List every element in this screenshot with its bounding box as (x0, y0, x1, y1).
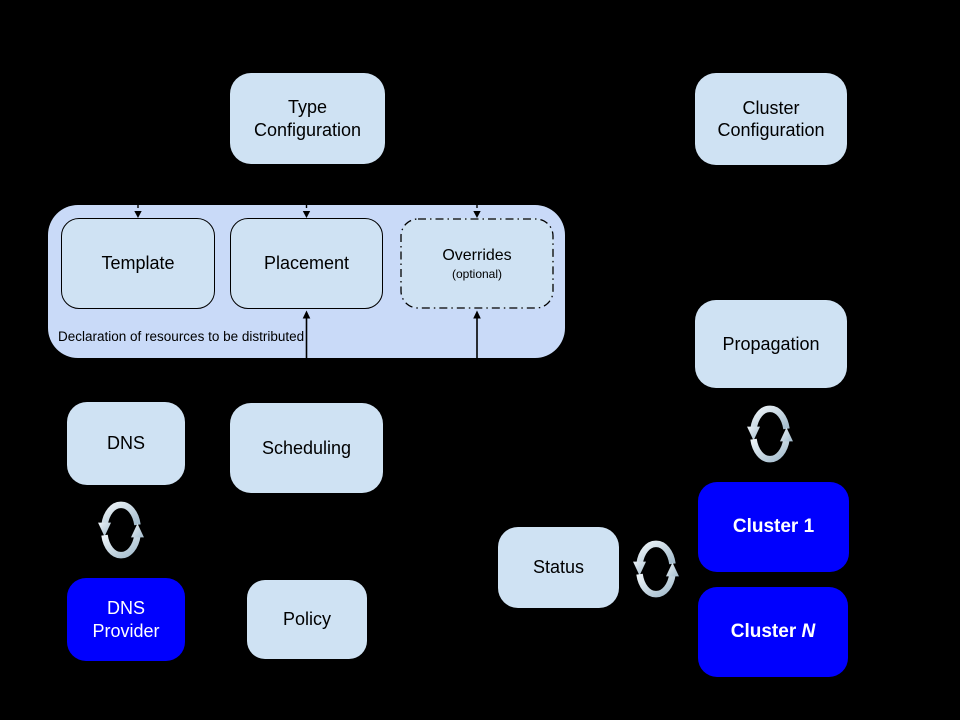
node-label: Status (532, 557, 585, 578)
node-label: Scheduling (261, 437, 352, 458)
node-label: Cluster 1 (732, 516, 815, 538)
node-label: Placement (263, 253, 350, 274)
node-cluster-configuration: Cluster Configuration (695, 73, 847, 165)
node-policy: Policy (247, 580, 367, 659)
node-label: Type Configuration (253, 97, 362, 140)
node-label: Cluster Configuration (717, 97, 825, 141)
node-label: Propagation (722, 333, 820, 354)
node-label: Policy (282, 609, 331, 630)
node-placement: Placement (230, 218, 383, 309)
node-dns-provider: DNS Provider (67, 578, 185, 661)
node-label: DNS Provider (92, 598, 160, 641)
node-sublabel: (optional) (451, 266, 503, 281)
node-type-configuration: Type Configuration (230, 73, 385, 164)
node-label: Overrides (442, 246, 512, 264)
node-cluster-1: Cluster 1 (698, 482, 849, 572)
node-cluster-n: Cluster N (698, 587, 848, 677)
cluster-n-italic-suffix: N (801, 621, 816, 643)
node-dns: DNS (67, 402, 185, 485)
node-template: Template (61, 218, 215, 309)
node-label: DNS (106, 433, 145, 454)
node-label: Template (101, 253, 175, 274)
container-caption: Declaration of resources to be distribut… (58, 329, 305, 344)
node-status: Status (498, 527, 619, 608)
node-label: Cluster N (731, 620, 815, 644)
sync-icon (630, 532, 682, 606)
sync-icon (95, 493, 147, 567)
node-propagation: Propagation (695, 300, 847, 388)
node-overrides: Overrides (optional) (400, 218, 554, 309)
cluster-n-prefix: Cluster (730, 621, 802, 643)
node-scheduling: Scheduling (230, 403, 383, 493)
sync-icon (744, 397, 796, 471)
